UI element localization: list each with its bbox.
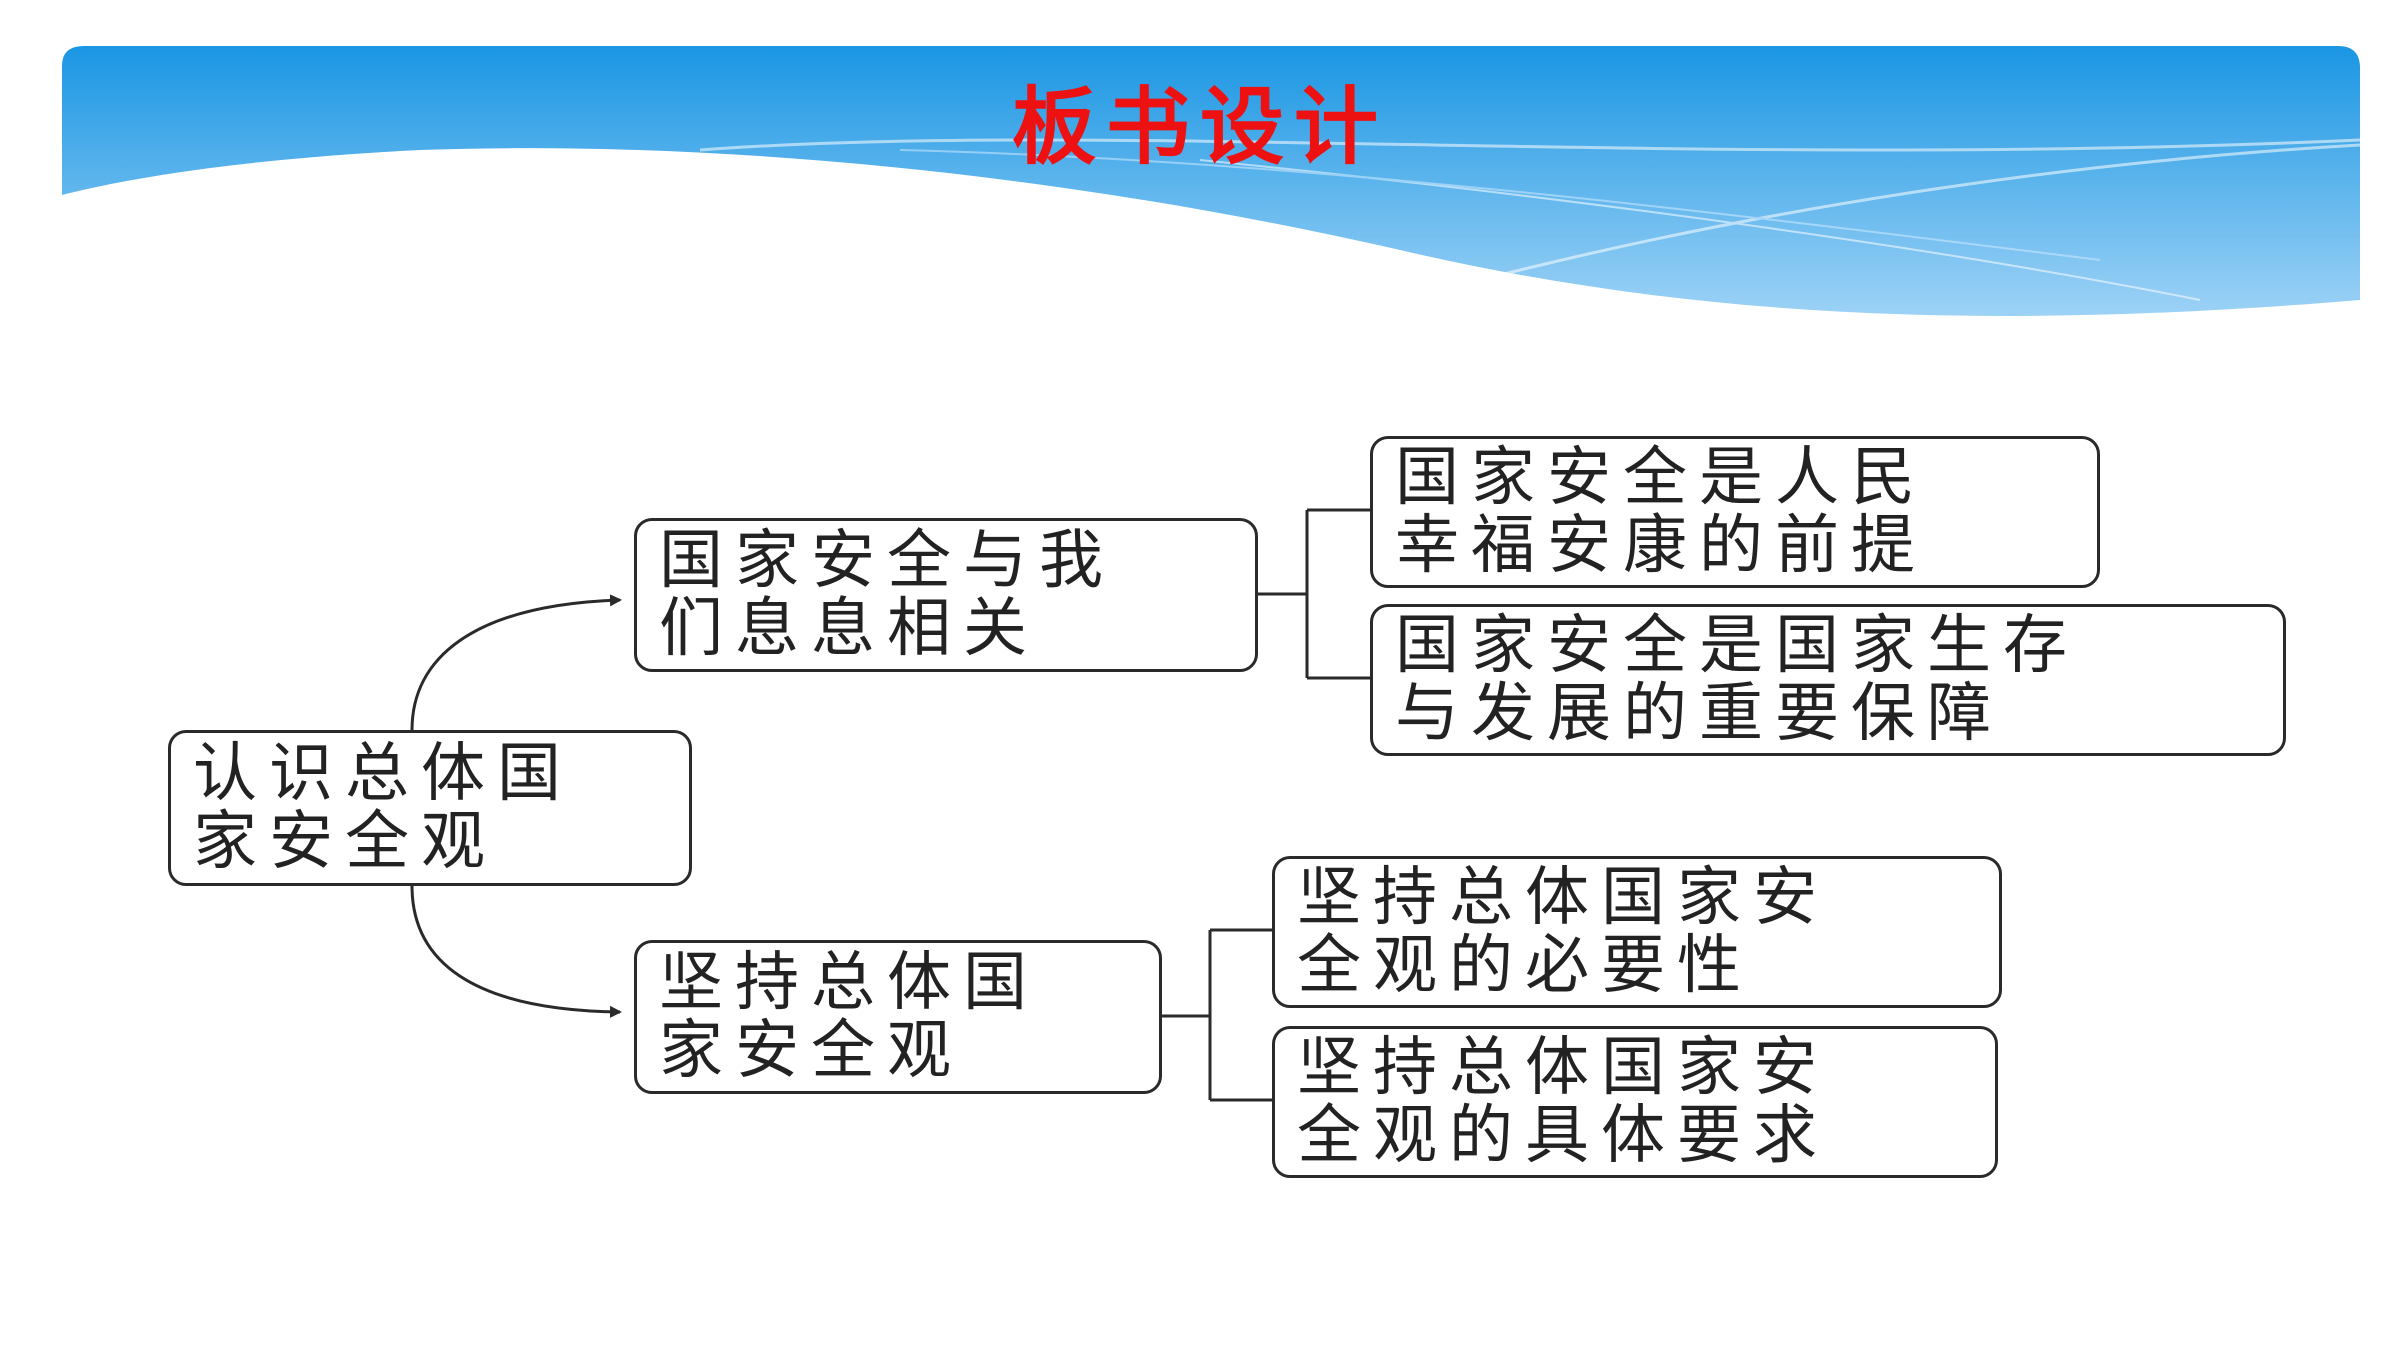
bracket-lower bbox=[1160, 928, 1272, 1102]
branch-lower-node: 坚持总体国 家安全观 bbox=[634, 940, 1162, 1094]
bracket-upper bbox=[1255, 508, 1370, 680]
upper-child-2-node: 国家安全是国家生存 与发展的重要保障 bbox=[1370, 604, 2286, 756]
upper-child-2-line1: 国家安全是国家生存 bbox=[1395, 609, 2079, 683]
upper-child-1-node: 国家安全是人民 幸福安康的前提 bbox=[1370, 436, 2100, 588]
root-node: 认识总体国 家安全观 bbox=[168, 730, 692, 886]
branch-upper-line1: 国家安全与我 bbox=[659, 524, 1115, 598]
lower-child-2-line2: 全观的具体要求 bbox=[1297, 1099, 1829, 1173]
root-node-line2: 家安全观 bbox=[193, 805, 497, 879]
header-banner bbox=[62, 46, 2360, 316]
branch-lower-line2: 家安全观 bbox=[659, 1014, 963, 1088]
upper-child-1-line1: 国家安全是人民 bbox=[1395, 441, 1927, 515]
branch-lower-line1: 坚持总体国 bbox=[659, 946, 1039, 1020]
arrow-root-to-upper bbox=[410, 594, 622, 731]
arrow-root-to-lower bbox=[410, 885, 622, 1018]
branch-upper-line2: 们息息相关 bbox=[659, 592, 1039, 666]
root-node-line1: 认识总体国 bbox=[193, 737, 573, 811]
lower-child-2-node: 坚持总体国家安 全观的具体要求 bbox=[1272, 1026, 1998, 1178]
upper-child-2-line2: 与发展的重要保障 bbox=[1395, 677, 2003, 751]
page-title: 板书设计 bbox=[1011, 77, 1388, 176]
branch-upper-node: 国家安全与我 们息息相关 bbox=[634, 518, 1258, 672]
lower-child-2-line1: 坚持总体国家安 bbox=[1297, 1031, 1829, 1105]
lower-child-1-node: 坚持总体国家安 全观的必要性 bbox=[1272, 856, 2002, 1008]
lower-child-1-line2: 全观的必要性 bbox=[1297, 929, 1753, 1003]
banner-wave bbox=[62, 46, 2360, 316]
upper-child-1-line2: 幸福安康的前提 bbox=[1395, 509, 1927, 583]
lower-child-1-line1: 坚持总体国家安 bbox=[1297, 861, 1829, 935]
